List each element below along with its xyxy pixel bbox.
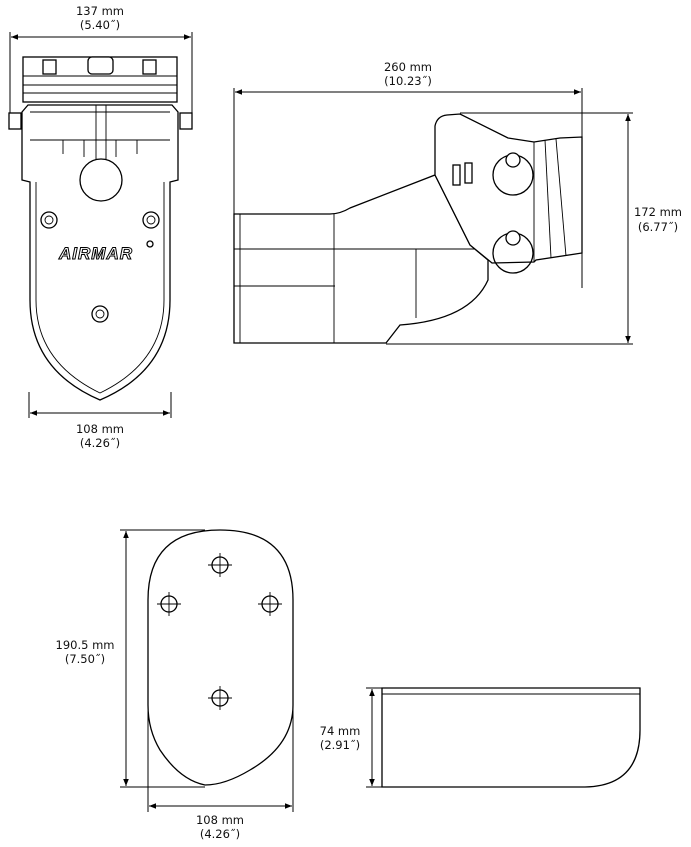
screw-icon xyxy=(91,305,109,323)
bracket-bolt xyxy=(42,59,57,75)
top-width-mm: 137 mm xyxy=(76,4,124,18)
pivot-pin xyxy=(8,112,22,130)
pivot-bolt xyxy=(505,152,521,168)
adjust-slot xyxy=(464,162,473,184)
profile-height-in: (2.91˝) xyxy=(320,738,360,752)
registered-mark-icon xyxy=(146,240,154,248)
front-view: 137 mm (5.40˝) AIRMAR 108 mm (4.26˝) xyxy=(8,4,193,450)
side-view: 260 mm (10.23˝) 172 mm (6.77˝) xyxy=(233,60,682,345)
length-in: (10.23˝) xyxy=(384,74,432,88)
transducer-housing xyxy=(233,174,489,344)
bottom-width-in: (4.26˝) xyxy=(80,436,120,450)
screw-icon xyxy=(40,211,58,229)
bracket-screw xyxy=(87,56,114,75)
adjust-slot xyxy=(452,164,461,186)
pivot-pin xyxy=(179,112,193,130)
profile-height-mm: 74 mm xyxy=(320,724,361,738)
screw-icon xyxy=(142,211,160,229)
bracket-bolt xyxy=(142,59,157,75)
hull-footprint xyxy=(147,529,294,786)
profile-view: 74 mm (2.91˝) xyxy=(320,687,641,788)
bottom-width-in: (4.26˝) xyxy=(200,827,240,841)
transducer-body xyxy=(21,104,179,401)
top-width-in: (5.40˝) xyxy=(80,18,120,32)
length-mm: 260 mm xyxy=(384,60,432,74)
bottom-width-mm: 108 mm xyxy=(76,422,124,436)
bottom-length-in: (7.50˝) xyxy=(65,652,105,666)
bottom-width-mm: 108 mm xyxy=(196,813,244,827)
airmar-logo: AIRMAR xyxy=(58,244,133,263)
bottom-view: 190.5 mm (7.50˝) 108 mm (4.26˝) xyxy=(56,529,294,841)
pivot-bolt xyxy=(505,230,521,246)
height-in: (6.77˝) xyxy=(638,220,678,234)
cable-hole xyxy=(79,158,123,202)
bottom-length-mm: 190.5 mm xyxy=(56,638,115,652)
hull-profile xyxy=(381,687,641,788)
height-mm: 172 mm xyxy=(634,205,682,219)
